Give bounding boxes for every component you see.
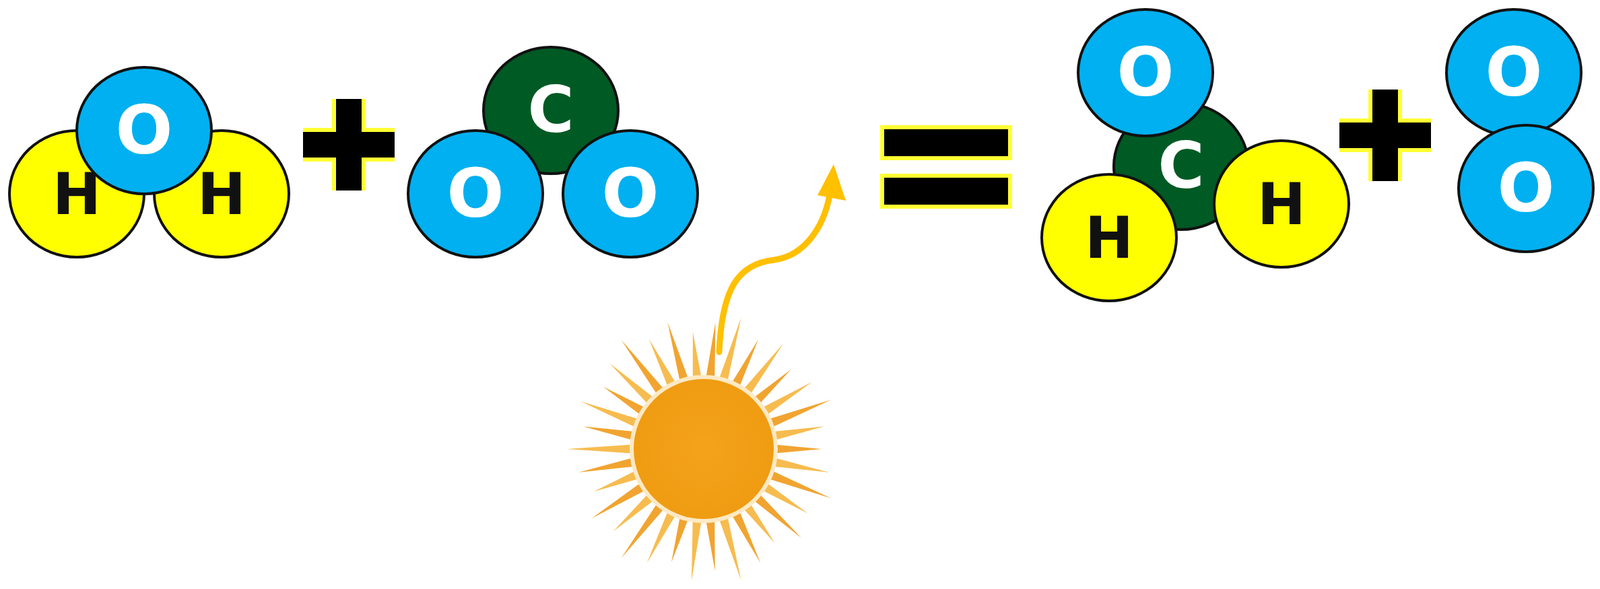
plus-sign	[303, 98, 395, 191]
sun-ray	[771, 444, 822, 454]
plus-sign	[1339, 89, 1431, 182]
atom-circle: O	[75, 65, 213, 196]
sun-ray	[717, 512, 742, 581]
atom-circle: O	[1445, 8, 1583, 138]
sun-ray	[578, 456, 639, 473]
sun-ray	[705, 515, 716, 572]
element-symbol: O	[1116, 39, 1174, 107]
atom-circle: H	[1212, 139, 1351, 269]
arrow-head	[817, 164, 846, 201]
sun-ray	[769, 426, 825, 442]
sun-ray	[692, 331, 703, 384]
atom-circle: O	[406, 129, 545, 259]
element-symbol: H	[1257, 175, 1306, 233]
sun-ray	[667, 321, 690, 386]
sun-ray	[583, 426, 639, 442]
atom-circle: O	[1076, 8, 1215, 138]
plus-sign	[303, 98, 395, 191]
sun-ray	[691, 515, 703, 581]
element-symbol: H	[1084, 208, 1134, 267]
element-symbol: C	[527, 78, 575, 143]
sun-ray	[764, 400, 831, 430]
element-symbol: O	[446, 160, 504, 228]
equals-bar	[882, 127, 1011, 159]
element-symbol: O	[115, 96, 173, 165]
atom-circle: O	[561, 129, 699, 259]
atom-circle: O	[1457, 123, 1595, 254]
element-symbol: C	[1158, 134, 1205, 198]
sun-halo	[629, 375, 778, 524]
equals-bar	[882, 175, 1011, 207]
sun-ray	[567, 444, 637, 454]
sun-core	[633, 379, 774, 520]
plus-sign	[1339, 89, 1431, 182]
element-symbol: H	[197, 164, 246, 223]
element-symbol: O	[1496, 154, 1555, 223]
sun-ray	[705, 322, 716, 384]
element-symbol: O	[601, 160, 659, 228]
atom-circle: H	[1040, 173, 1178, 303]
energy-arrow	[719, 185, 831, 353]
element-symbol: O	[1484, 39, 1543, 107]
sun-ray	[769, 456, 829, 473]
sun	[567, 317, 831, 582]
